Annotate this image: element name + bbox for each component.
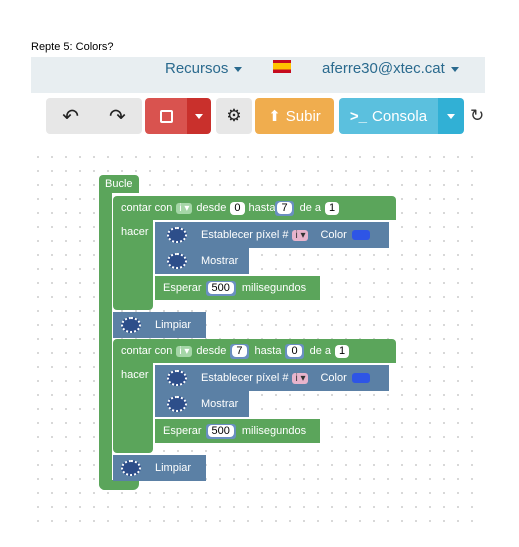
bucle-label: Bucle [105,178,133,190]
consola-button[interactable]: >_Consola [339,98,438,134]
esperar-label: Esperar [163,425,202,437]
undo-icon[interactable]: ↶ [62,105,79,128]
from-slot: 7 [230,343,249,359]
ms-label: milisegundos [241,282,307,294]
step-label: de a [299,202,321,214]
pixel-index-dropdown[interactable]: i ▾ [292,372,309,384]
to-value[interactable]: 0 [287,344,302,357]
neopixel-icon [167,253,187,269]
color-label: Color [320,229,347,241]
from-value[interactable]: 0 [230,201,245,215]
step-value[interactable]: 1 [325,201,340,215]
save-dropdown-button[interactable] [187,98,211,134]
neopixel-icon [167,370,187,386]
for-loop-2-header[interactable]: contar con i ▾ desde 7 hasta 0 de a 1 [113,339,396,363]
refresh-icon[interactable]: ↻ [470,106,485,125]
for-loop-2-body-bar[interactable]: hacer [113,363,153,445]
chevron-down-icon [195,113,203,119]
ms-label: milisegundos [241,425,307,437]
chevron-down-icon [447,113,455,119]
subir-label: Subir [285,107,321,125]
wait-value[interactable]: 500 [207,281,234,294]
from-value[interactable]: 7 [232,344,247,357]
esperar-block[interactable]: Esperar 500 milisegundos [155,419,320,443]
loop-var-dropdown[interactable]: i ▾ [176,202,193,214]
wait-slot: 500 [205,423,236,439]
floppy-icon [159,109,173,123]
color-swatch[interactable] [351,230,370,240]
hasta-label: hasta [248,202,276,214]
terminal-icon: >_ [349,107,368,125]
chevron-down-icon [234,66,243,72]
recursos-label: Recursos [165,60,229,77]
desde-label: desde [196,345,227,357]
for-loop-1-header[interactable]: contar con i ▾ desde 0 hasta 7 de a 1 [113,196,396,220]
loop-var-label: i [179,345,182,357]
user-email: aferre30@xtec.cat [322,60,445,77]
upload-icon: ⬆ [268,108,281,125]
mostrar-label: Mostrar [201,255,239,267]
set-pixel-label: Establecer píxel # [201,372,289,384]
contar-label: contar con [121,202,173,214]
consola-label: Consola [372,107,428,125]
undo-redo-group: ↶ ↷ [46,98,142,134]
wait-value[interactable]: 500 [207,424,234,437]
esperar-label: Esperar [163,282,202,294]
hacer-label: hacer [121,226,149,238]
save-button[interactable] [145,98,187,134]
set-pixel-block[interactable]: Establecer píxel # i ▾ Color [155,365,389,391]
user-menu[interactable]: aferre30@xtec.cat [322,60,459,77]
for-loop-1-footer[interactable] [113,302,153,310]
neopixel-icon [167,227,187,243]
hacer-label: hacer [121,369,149,381]
for-loop-1-body-bar[interactable]: hacer [113,220,153,302]
recursos-menu[interactable]: Recursos [165,60,243,77]
esperar-block[interactable]: Esperar 500 milisegundos [155,276,320,300]
mostrar-block[interactable]: Mostrar [155,248,249,274]
limpiar-block-1[interactable]: Limpiar [113,312,206,338]
gear-icon: ⚙ [226,106,242,125]
limpiar-label: Limpiar [155,319,192,331]
limpiar-label: Limpiar [155,462,192,474]
desde-label: desde [196,202,227,214]
set-pixel-block[interactable]: Establecer píxel # i ▾ Color [155,222,389,248]
chevron-down-icon [450,66,459,72]
neopixel-icon [167,396,187,412]
contar-label: contar con [121,345,173,357]
neopixel-icon [121,317,141,333]
loop-var-label: i [179,202,182,214]
mostrar-label: Mostrar [201,398,239,410]
to-slot: 7 [275,200,294,216]
wait-slot: 500 [205,280,236,296]
to-value[interactable]: 7 [277,201,292,214]
page-caption: Repte 5: Colors? [31,41,114,53]
bucle-block-footer[interactable] [99,480,139,490]
neopixel-icon [121,460,141,476]
color-swatch[interactable] [351,373,370,383]
bucle-block-header[interactable]: Bucle [99,175,139,193]
settings-button[interactable]: ⚙ [216,98,252,134]
pixel-index-label: i [295,372,298,384]
spain-flag-icon[interactable] [273,60,291,73]
loop-var-dropdown[interactable]: i ▾ [176,345,193,357]
pixel-index-label: i [295,229,298,241]
redo-icon[interactable]: ↷ [109,105,126,128]
step-value[interactable]: 1 [335,344,350,358]
color-label: Color [320,372,347,384]
bucle-block-left-bar[interactable] [99,190,112,490]
pixel-index-dropdown[interactable]: i ▾ [292,229,309,241]
mostrar-block[interactable]: Mostrar [155,391,249,417]
limpiar-block-2[interactable]: Limpiar [113,455,206,481]
hasta-label: hasta [254,345,282,357]
set-pixel-label: Establecer píxel # [201,229,289,241]
step-label: de a [309,345,331,357]
for-loop-2-footer[interactable] [113,445,153,453]
consola-dropdown-button[interactable] [438,98,464,134]
top-nav-bar [31,57,485,93]
subir-button[interactable]: ⬆Subir [255,98,334,134]
to-slot: 0 [285,343,304,359]
